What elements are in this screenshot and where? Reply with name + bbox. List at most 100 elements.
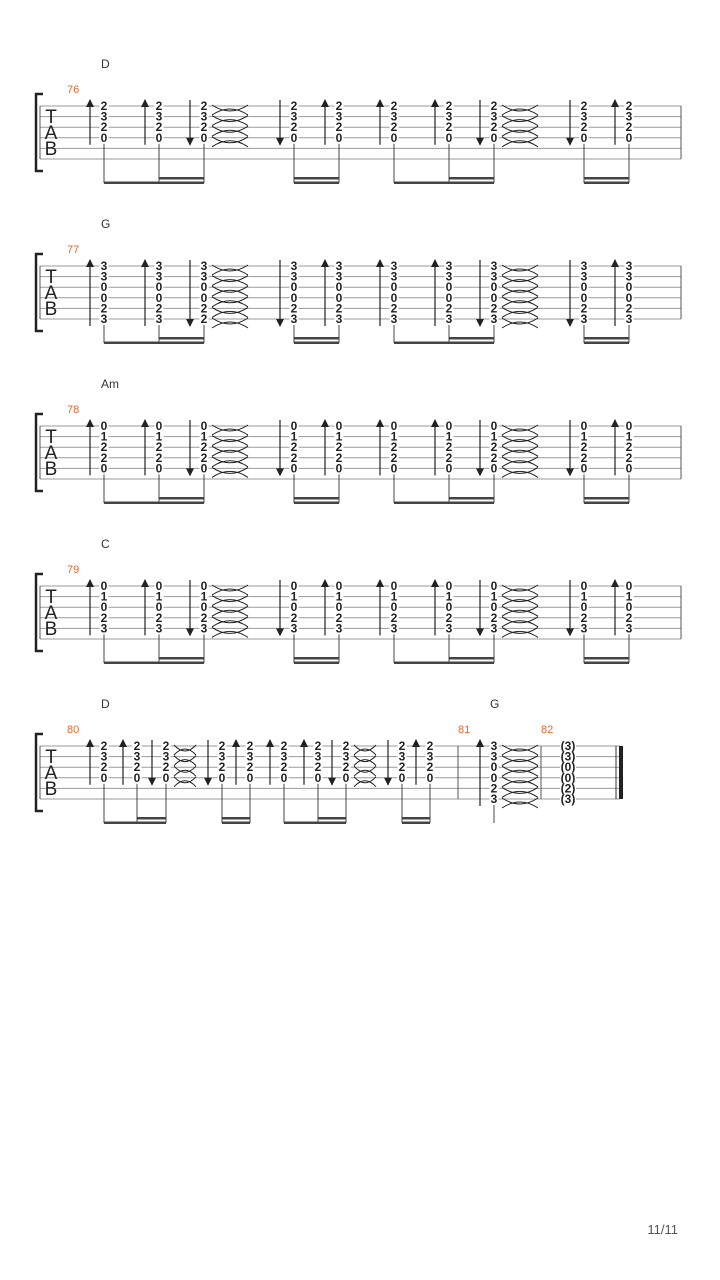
fret-number: 0 [491,579,498,593]
fret-bg [489,431,499,442]
fret-number: 0 [291,291,298,305]
fret-number: 0 [581,291,588,305]
fret-number: 3 [291,621,298,635]
fret-number: 3 [336,259,343,273]
fret-number: 3 [391,259,398,273]
fret-number: 0 [626,600,633,614]
fret-bg [389,314,399,324]
fret-number: 2 [156,120,163,134]
fret-bg [334,261,344,271]
fret-number: 2 [391,120,398,134]
beam-secondary [584,497,629,500]
fret-number: 0 [156,291,163,305]
fret-bg [444,623,454,634]
fret-number: 0 [156,419,163,433]
fret-number: 0 [626,280,633,294]
fret-number: 3 [201,270,208,284]
fret-number: 0 [626,579,633,593]
fret-number: 2 [201,301,208,315]
fret-bg [444,303,454,314]
beam-secondary [402,817,430,820]
fret-bg [199,303,209,314]
tie-curve [501,460,539,468]
fret-bg [489,602,499,613]
fret-bg [389,101,399,111]
strum-up-arrow [141,419,149,427]
fret-number: 0 [626,419,633,433]
fret-number: 3 [156,110,163,124]
beam-secondary [137,817,166,820]
tie-curve [501,769,539,777]
fret-number: 2 [101,739,108,753]
strum-up-arrow [86,739,94,747]
fret-number: 0 [219,771,226,785]
fret-number: 2 [315,760,322,774]
fret-bg [289,271,299,282]
fret-number: 1 [581,590,588,604]
fret-number: 0 [581,131,588,145]
tie-curve [501,285,539,293]
tie-curve [211,439,249,447]
tie-curve [211,620,249,628]
tab-clef-letter: T [45,587,57,608]
strum-down-arrow [384,777,392,786]
fret-bg [489,314,499,324]
strum-up-arrow [119,739,127,747]
strum-up-arrow [86,99,94,107]
tie-curve [353,780,377,788]
fret-bg [313,741,323,751]
beam [294,501,339,504]
fret-bg [560,772,576,783]
fret-number: 2 [581,120,588,134]
fret-bg [489,581,499,591]
fret-bg [444,261,454,271]
fret-number: 3 [491,259,498,273]
fret-bg [161,741,171,751]
fret-number: 1 [626,430,633,444]
fret-bg [489,111,499,122]
strum-down-arrow [476,319,484,327]
fret-number: 3 [626,621,633,635]
fret-number: 2 [201,440,208,454]
fret-number: 3 [156,312,163,326]
tie-curve [211,300,249,308]
fret-bg [154,111,164,122]
tab-clef-letter: T [45,267,57,288]
tie-curve [211,428,249,436]
fret-bg [624,612,634,623]
fret-bg [154,421,164,431]
fret-number: 2 [247,739,254,753]
fret-number: 2 [343,760,350,774]
tab-clef-letter: T [45,107,57,128]
fret-bg [444,292,454,303]
fret-bg [199,431,209,442]
fret-number: 2 [281,739,288,753]
beam [402,821,430,824]
fret-bg [199,271,209,282]
fret-bg [579,261,589,271]
fret-number: 2 [336,120,343,134]
fret-number: 2 [491,781,498,795]
fret-bg [199,111,209,122]
tie-curve [501,317,539,325]
fret-bg [245,762,255,773]
fret-number: 0 [134,771,141,785]
fret-number: 2 [491,611,498,625]
fret-number: 0 [336,291,343,305]
fret-bg [389,623,399,634]
fret-bg [99,751,109,762]
fret-bg [199,591,209,602]
fret-bg [624,463,634,474]
tie-curve [501,125,539,133]
fret-number: 2 [336,451,343,465]
fret-number: 0 [626,131,633,145]
tab-clef-letter: B [45,779,58,800]
fret-number: 0 [101,280,108,294]
fret-number: 3 [163,750,170,764]
fret-number: 2 [156,440,163,454]
fret-number: 1 [626,590,633,604]
tie-curve [501,275,539,283]
strum-up-arrow [321,99,329,107]
fret-bg [489,452,499,463]
